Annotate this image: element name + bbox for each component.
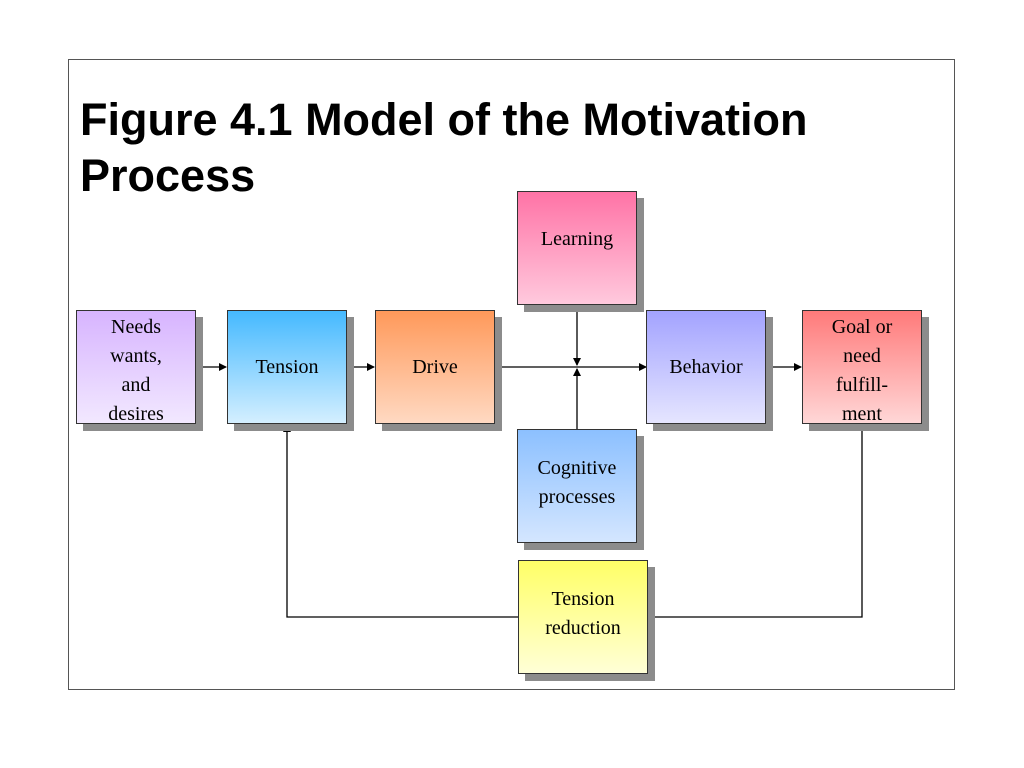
- title-line-2: Process: [80, 150, 256, 201]
- node-tension-reduction: Tension reduction: [518, 560, 648, 674]
- node-label: Needs wants, and desires: [108, 316, 164, 425]
- slide-frame: [68, 59, 955, 690]
- node-label: Goal or need fulfill- ment: [831, 316, 893, 425]
- node-label: Tension reduction: [545, 588, 621, 639]
- node-label: Cognitive processes: [537, 457, 617, 508]
- arrow-tension-reduction-to-tension: [283, 424, 518, 618]
- node-tension: Tension: [227, 310, 347, 424]
- node-learning: Learning: [517, 191, 637, 305]
- node-behavior: Behavior: [646, 310, 766, 424]
- node-label: Tension: [255, 355, 319, 378]
- node-cognitive-processes: Cognitive processes: [517, 429, 637, 543]
- node-drive: Drive: [375, 310, 495, 424]
- node-label: Drive: [412, 355, 458, 378]
- node-goal-fulfillment: Goal or need fulfill- ment: [802, 310, 922, 425]
- arrow-goal-to-tension-reduction: [647, 424, 863, 621]
- title-line-1: Figure 4.1 Model of the Motivation: [80, 94, 808, 145]
- node-label: Learning: [540, 227, 614, 250]
- node-needs-wants-desires: Needs wants, and desires: [76, 310, 196, 425]
- node-label: Behavior: [669, 355, 743, 378]
